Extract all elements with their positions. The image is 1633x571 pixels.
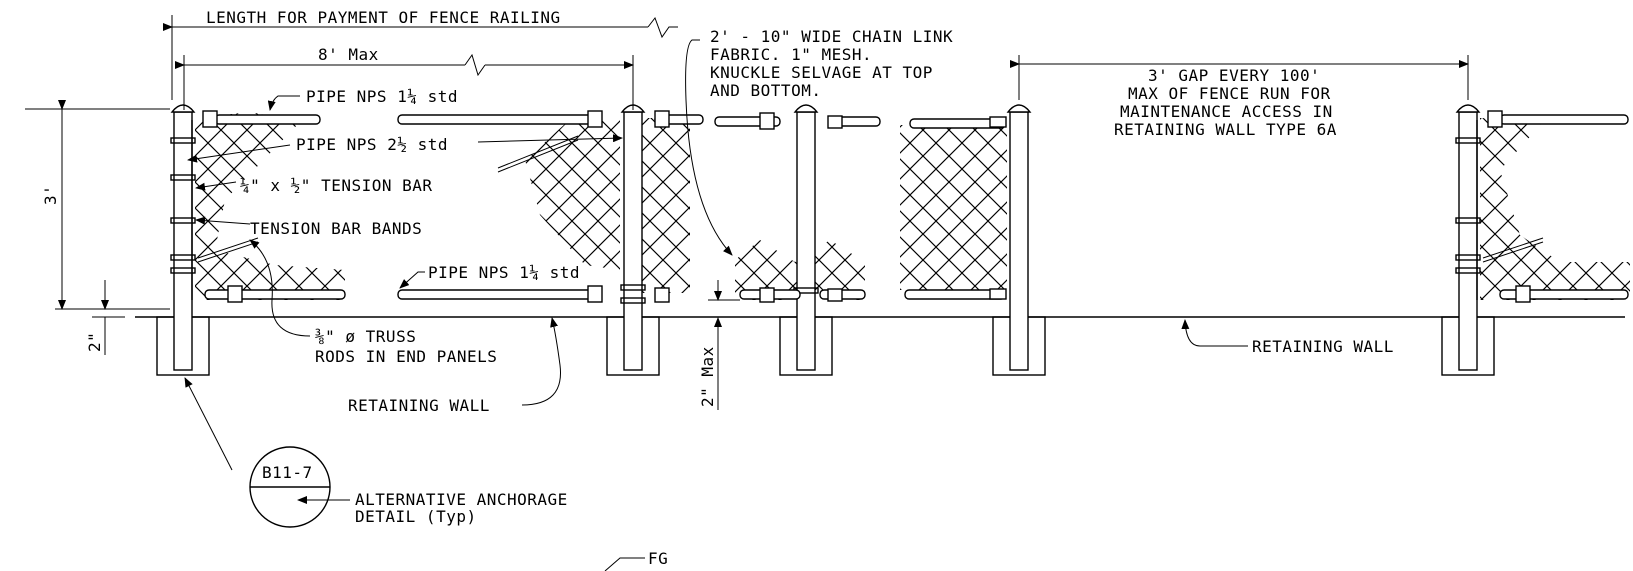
- truss-rods: [197, 135, 1544, 263]
- label-chain-link-line3: KNUCKLE SELVAGE AT TOP: [710, 63, 933, 82]
- label-2in: 2": [85, 332, 104, 352]
- label-alt-anchor-line1: ALTERNATIVE ANCHORAGE: [355, 490, 568, 509]
- note-pipe-212: PIPE NPS 2½ std: [187, 134, 623, 163]
- note-tension-bar: ¼" x ½" TENSION BAR: [195, 176, 433, 195]
- label-chain-link-line4: AND BOTTOM.: [710, 81, 821, 100]
- label-truss-line1: ⅜" ø TRUSS: [315, 327, 416, 346]
- label-retaining-wall-right: RETAINING WALL: [1252, 337, 1394, 356]
- label-3ft: 3': [41, 185, 60, 205]
- label-callout-ref: B11-7: [262, 463, 313, 482]
- label-chain-link-line2: FABRIC. 1" MESH.: [710, 45, 872, 64]
- label-gap-line3: MAINTENANCE ACCESS IN: [1120, 102, 1333, 121]
- label-8ft-max: 8' Max: [318, 45, 379, 64]
- fg-marker: FG: [604, 549, 668, 571]
- label-fg: FG: [648, 549, 668, 568]
- label-gap-line1: 3' GAP EVERY 100': [1148, 66, 1320, 85]
- dim-2in-max: 2" Max: [698, 280, 740, 410]
- label-truss-line2: RODS IN END PANELS: [315, 347, 497, 366]
- label-pipe-212: PIPE NPS 2½ std: [296, 135, 448, 154]
- top-rails: [214, 114, 1629, 129]
- note-pipe-114-top: PIPE NPS 1¼ std: [267, 87, 458, 111]
- label-tension-bar: ¼" x ½" TENSION BAR: [240, 176, 433, 195]
- note-pipe-114-bottom: PIPE NPS 1¼ std: [399, 263, 580, 289]
- label-pipe-114-bottom: PIPE NPS 1¼ std: [428, 263, 580, 282]
- tension-bar-bands: [170, 137, 1481, 304]
- fence-posts: [170, 104, 1481, 371]
- note-retaining-wall-left: RETAINING WALL: [348, 317, 562, 415]
- dim-2in: 2": [85, 280, 125, 355]
- dim-3ft: 3': [25, 100, 170, 310]
- label-tension-bands: TENSION BAR BANDS: [250, 219, 422, 238]
- label-pipe-114-top: PIPE NPS 1¼ std: [306, 87, 458, 106]
- dim-8ft-max: 8' Max: [175, 45, 634, 110]
- label-gap-line2: MAX OF FENCE RUN FOR: [1128, 84, 1331, 103]
- note-chain-link: 2' - 10" WIDE CHAIN LINK FABRIC. 1" MESH…: [685, 27, 953, 256]
- label-length-payment: LENGTH FOR PAYMENT OF FENCE RAILING: [206, 8, 561, 27]
- note-retaining-wall-right: RETAINING WALL: [1181, 319, 1394, 356]
- rail-fittings: [202, 110, 1531, 303]
- label-alt-anchor-line2: DETAIL (Typ): [355, 507, 477, 526]
- note-truss-rods: ⅜" ø TRUSS RODS IN END PANELS: [249, 239, 497, 366]
- label-chain-link-line1: 2' - 10" WIDE CHAIN LINK: [710, 27, 953, 46]
- dim-3ft-gap: 3' GAP EVERY 100' MAX OF FENCE RUN FOR M…: [1010, 55, 1469, 139]
- label-retaining-wall-left: RETAINING WALL: [348, 396, 490, 415]
- bottom-rails: [204, 289, 1629, 300]
- label-gap-line4: RETAINING WALL TYPE 6A: [1114, 120, 1337, 139]
- dim-length-payment: LENGTH FOR PAYMENT OF FENCE RAILING: [163, 8, 678, 100]
- note-tension-bands: TENSION BAR BANDS: [195, 216, 422, 238]
- label-2in-max: 2" Max: [698, 346, 717, 407]
- callout-b11-7[interactable]: B11-7 ALTERNATIVE ANCHORAGE DETAIL (Typ): [184, 377, 568, 528]
